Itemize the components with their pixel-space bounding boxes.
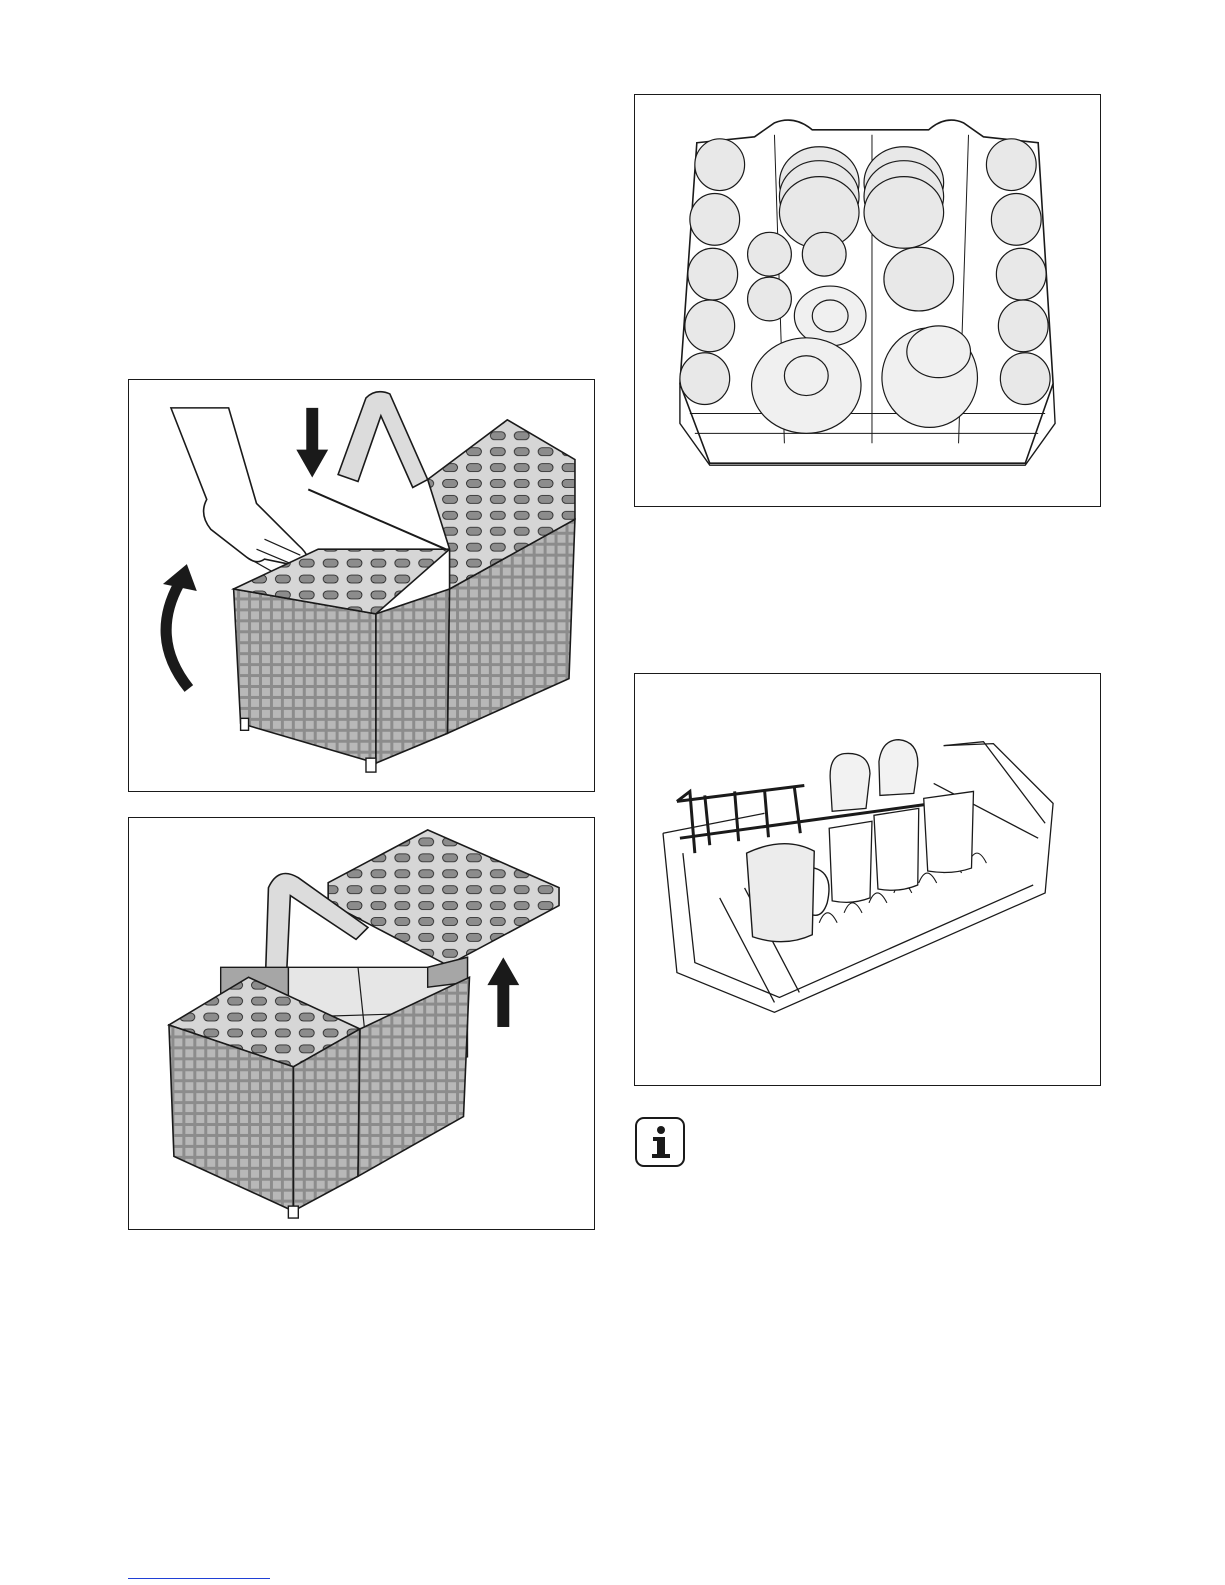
basket-lid <box>328 830 559 965</box>
upper-rack-loaded-illustration <box>634 94 1101 507</box>
info-icon <box>635 1117 685 1167</box>
footer-rule <box>128 1578 270 1579</box>
arrow-up-icon <box>487 957 519 1027</box>
arrow-down-icon <box>296 408 328 478</box>
curved-arrow-icon <box>163 564 197 688</box>
cutlery-basket-open-illustration <box>128 817 595 1230</box>
cutlery-basket-close-illustration <box>128 379 595 792</box>
cup-rack-with-mugs-illustration <box>634 673 1101 1086</box>
hand-illustration <box>171 408 308 567</box>
